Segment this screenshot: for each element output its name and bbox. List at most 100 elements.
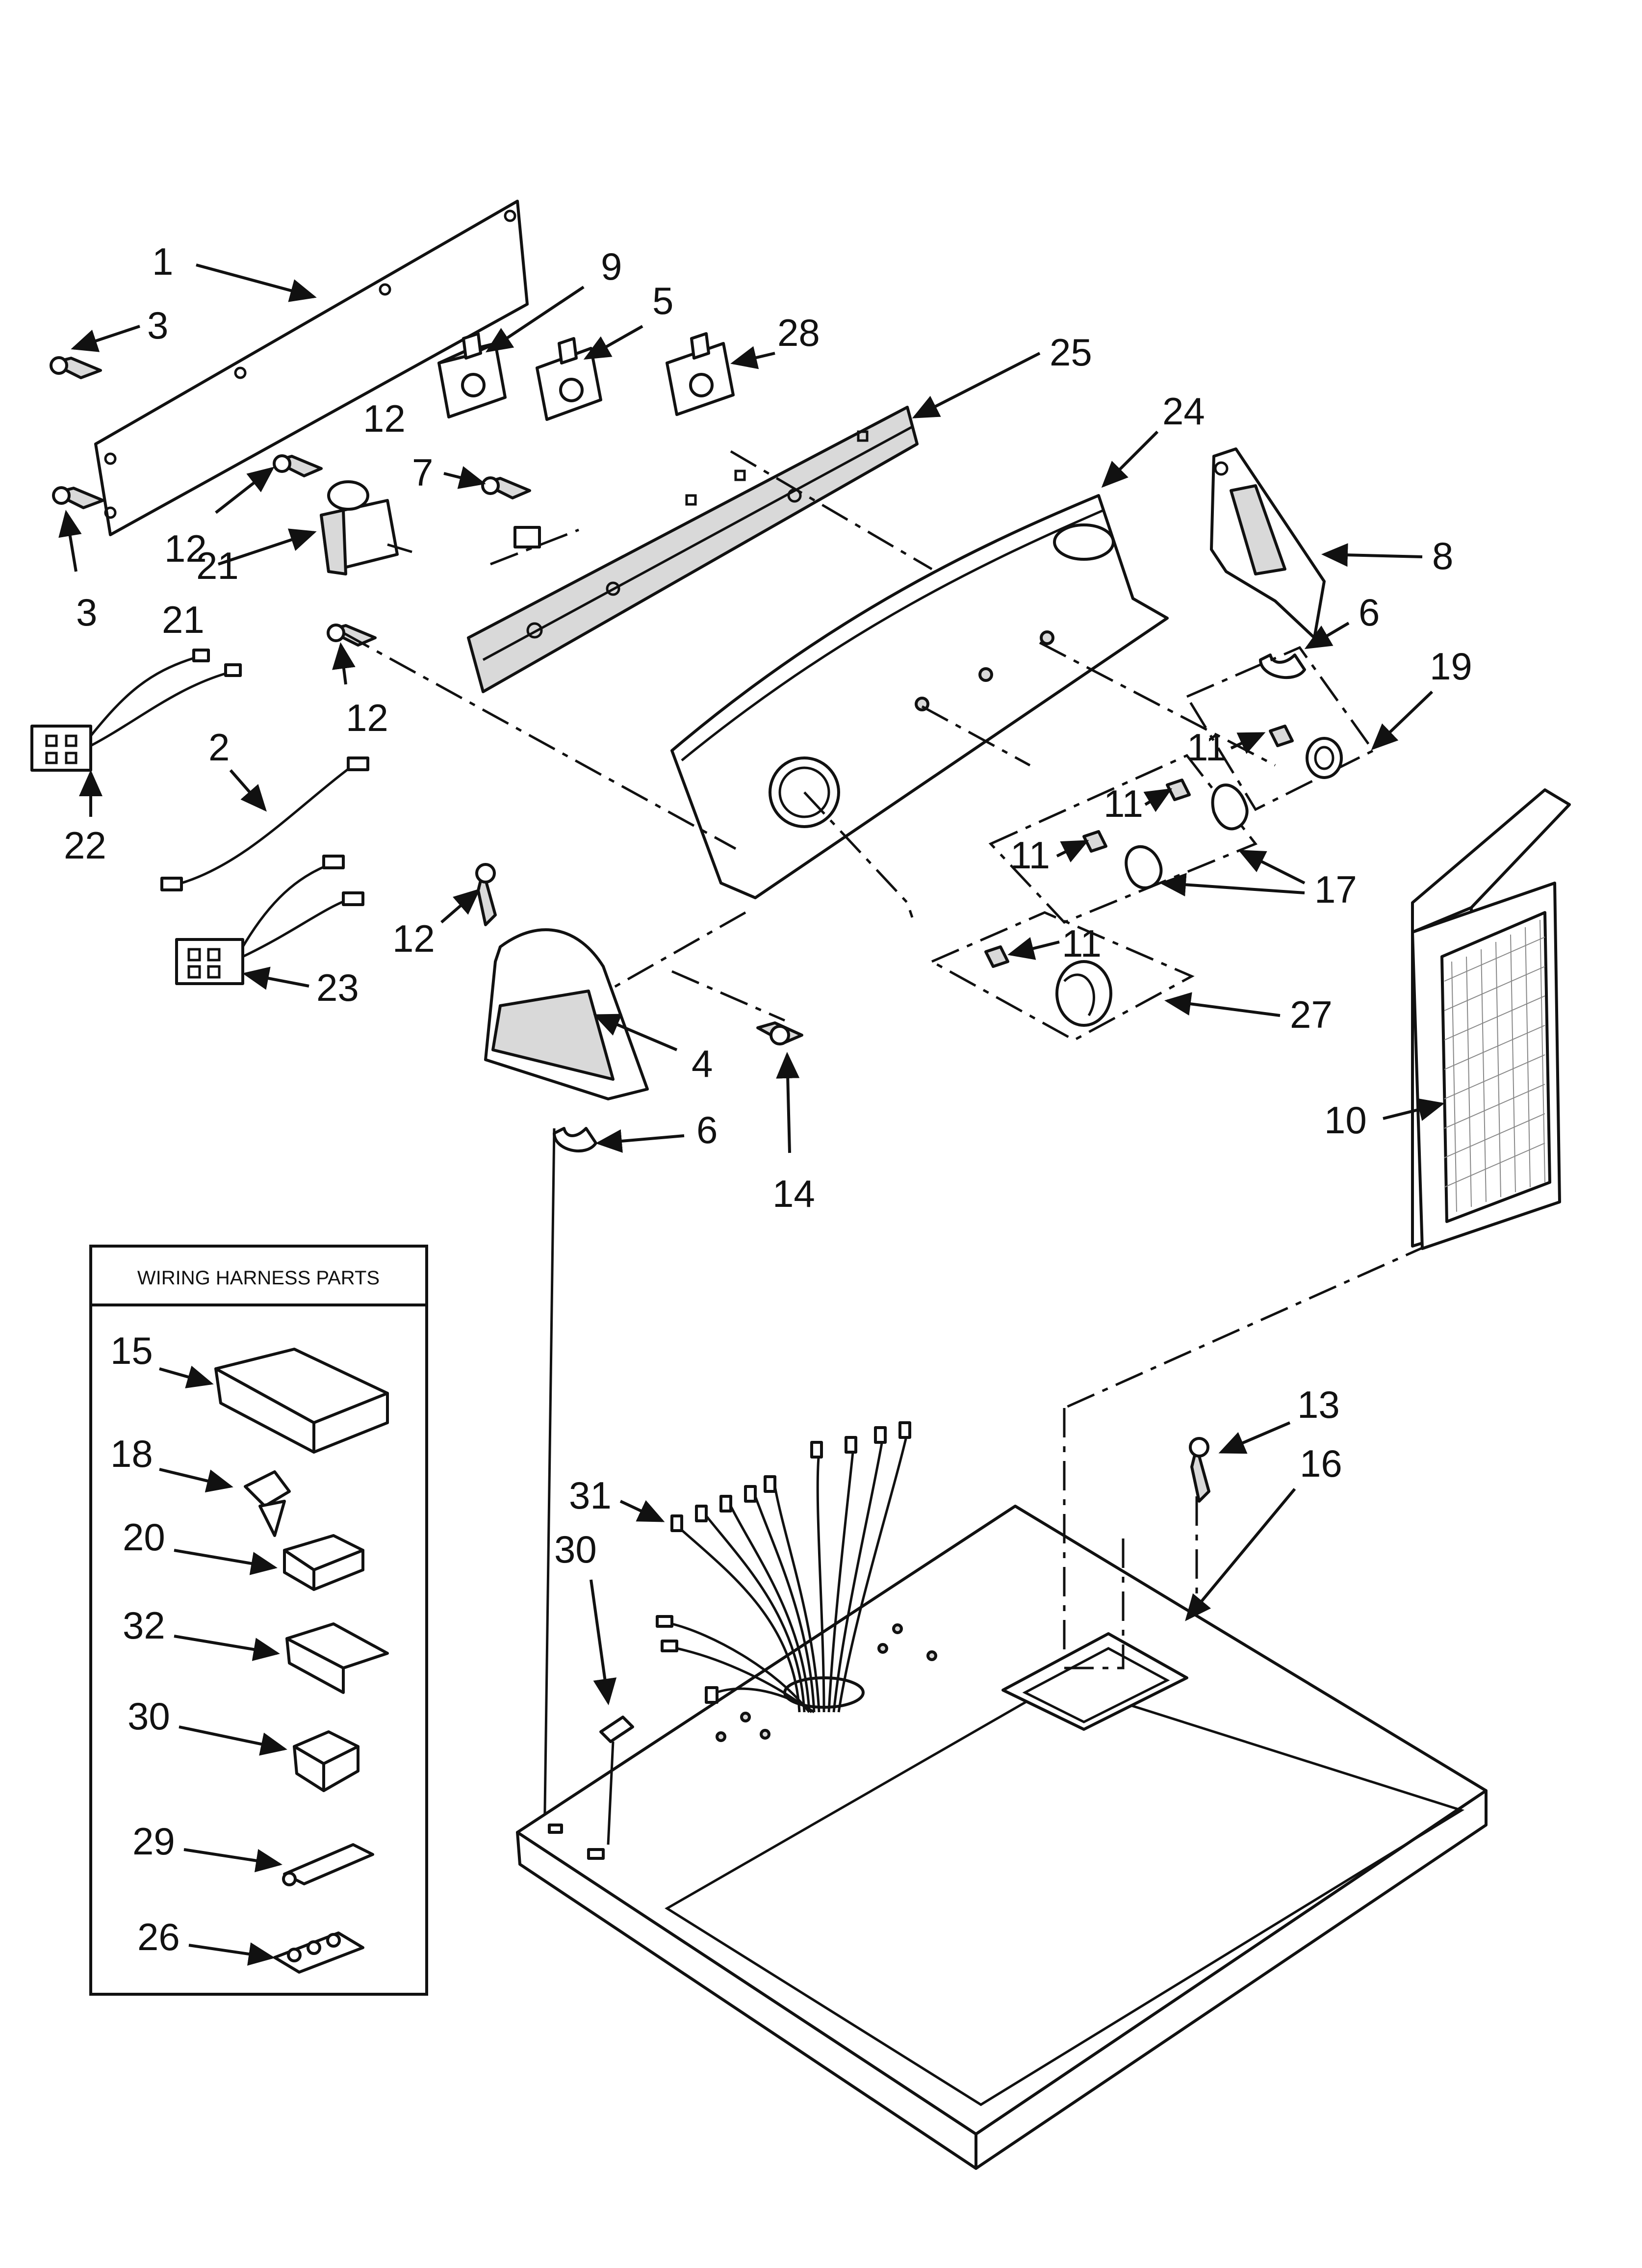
callout-5: 5 <box>583 279 673 360</box>
callout-12-a: 12 <box>363 397 406 440</box>
svg-text:17: 17 <box>1314 868 1357 911</box>
svg-text:30: 30 <box>554 1528 597 1571</box>
callout-8: 8 <box>1321 534 1453 577</box>
screw-part-14 <box>756 1021 803 1045</box>
callout-17: 17 <box>1159 850 1357 911</box>
screw-part-3a <box>50 356 102 379</box>
wiring-item-30: 30 <box>128 1694 359 1792</box>
callout-24: 24 <box>1101 390 1205 488</box>
svg-text:4: 4 <box>692 1042 713 1085</box>
svg-text:12: 12 <box>346 696 388 739</box>
switch-part-9 <box>437 332 507 418</box>
control-bracket-part-25 <box>467 406 919 693</box>
callout-3-top: 3 <box>71 304 168 352</box>
svg-text:16: 16 <box>1300 1442 1342 1485</box>
screw-part-13 <box>1189 1437 1210 1503</box>
screw-part-12c <box>327 624 377 647</box>
callout-13: 13 <box>1218 1383 1340 1454</box>
harness-part-23 <box>175 855 364 985</box>
wiring-item-32: 32 <box>123 1604 389 1694</box>
svg-text:11: 11 <box>1103 782 1143 825</box>
svg-text:6: 6 <box>1359 591 1380 634</box>
switch-part-5 <box>536 337 602 421</box>
callout-9: 9 <box>486 245 622 353</box>
callout-11-a: 11 <box>1187 726 1266 769</box>
svg-text:30: 30 <box>128 1694 170 1738</box>
callout-25: 25 <box>912 331 1092 418</box>
assembly-line-7 <box>730 450 933 571</box>
wiring-item-26: 26 <box>137 1915 364 1974</box>
svg-text:5: 5 <box>652 279 673 322</box>
svg-text:3: 3 <box>76 591 97 634</box>
svg-text:23: 23 <box>316 966 359 1009</box>
callout-21-bottom: 21 <box>162 598 205 641</box>
callout-7: 7 <box>412 451 486 494</box>
wiring-harness-box: WIRING HARNESS PARTS 15 18 20 32 <box>89 1245 428 1996</box>
svg-text:11: 11 <box>1187 726 1227 769</box>
assembly-line-1 <box>1039 641 1276 767</box>
callout-28: 28 <box>730 311 820 369</box>
callout-10: 10 <box>1324 1098 1445 1142</box>
clip-part-6a <box>1259 653 1306 679</box>
callout-6-bottom: 6 <box>595 1108 718 1153</box>
callout-16: 16 <box>1185 1442 1342 1621</box>
back-panel-part-1 <box>94 200 529 536</box>
callout-21-top: 21 <box>196 528 317 587</box>
svg-text:6: 6 <box>696 1108 718 1151</box>
svg-text:12: 12 <box>164 527 207 570</box>
callout-12-d: 12 <box>392 888 481 960</box>
screw-part-7 <box>481 476 541 548</box>
svg-text:1: 1 <box>152 240 173 283</box>
callout-12-c: 12 <box>332 642 388 739</box>
svg-text:24: 24 <box>1162 390 1205 433</box>
switch-part-28 <box>666 332 735 416</box>
lint-screen-part-10 <box>1411 788 1571 1250</box>
svg-text:28: 28 <box>777 311 820 354</box>
wiring-item-15: 15 <box>110 1329 389 1454</box>
callout-22: 22 <box>64 770 106 867</box>
svg-text:13: 13 <box>1297 1383 1340 1426</box>
screw-part-12d <box>475 863 497 926</box>
svg-text:12: 12 <box>392 917 435 960</box>
wiring-item-29: 29 <box>132 1820 374 1886</box>
callout-3-bottom: 3 <box>58 510 97 634</box>
callout-11-d: 11 <box>1007 922 1102 965</box>
assembly-line-vertical <box>543 1128 556 1845</box>
harness-part-22 <box>30 649 242 772</box>
wire-harness-part-31 <box>656 1421 911 1714</box>
svg-text:26: 26 <box>137 1915 180 1958</box>
svg-text:21: 21 <box>196 544 239 587</box>
timer-part-21 <box>320 480 412 575</box>
assembly-line-5 <box>671 970 785 1022</box>
callout-11-c: 11 <box>1010 834 1089 877</box>
callout-1: 1 <box>152 240 317 302</box>
svg-text:11: 11 <box>1062 922 1102 965</box>
wiring-box-title: WIRING HARNESS PARTS <box>137 1267 380 1289</box>
screw-part-3b <box>52 486 104 509</box>
svg-text:10: 10 <box>1324 1098 1367 1142</box>
knob-group-17 <box>988 754 1257 924</box>
svg-text:15: 15 <box>110 1329 153 1372</box>
svg-text:8: 8 <box>1432 534 1453 577</box>
knob-group-19 <box>1185 646 1375 811</box>
callout-31: 31 <box>569 1474 665 1522</box>
callout-6-top: 6 <box>1304 591 1380 650</box>
knob-group-27 <box>929 911 1195 1042</box>
svg-text:19: 19 <box>1430 645 1472 688</box>
svg-text:29: 29 <box>132 1820 175 1863</box>
clip-part-6b <box>553 1127 597 1152</box>
wiring-item-20: 20 <box>123 1515 364 1591</box>
callout-27: 27 <box>1164 992 1333 1036</box>
svg-text:21: 21 <box>162 598 205 641</box>
top-panel-part-16 <box>516 1505 1488 2170</box>
bracket-part-8 <box>1210 447 1326 639</box>
end-cap-part-4 <box>484 928 649 1100</box>
assembly-line-2 <box>921 705 1031 767</box>
svg-text:18: 18 <box>110 1432 153 1475</box>
svg-text:3: 3 <box>147 304 168 347</box>
svg-text:31: 31 <box>569 1474 612 1517</box>
callout-12-b: 12 <box>164 467 275 570</box>
callout-4: 4 <box>593 1014 713 1085</box>
callout-11-b: 11 <box>1103 782 1173 825</box>
